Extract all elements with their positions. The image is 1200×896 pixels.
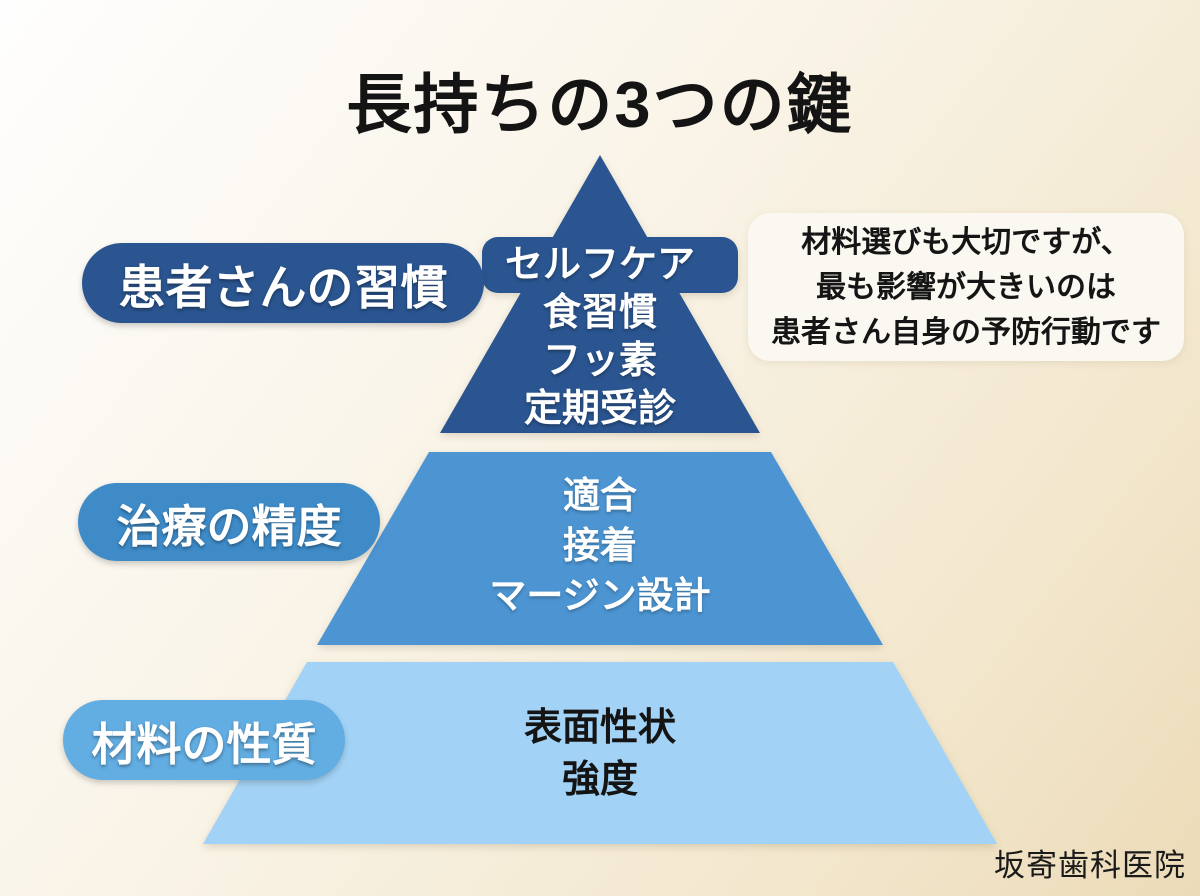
note-line: 材料選びも大切ですが、 [801, 225, 1131, 259]
tier-item: フッ素 [542, 340, 657, 382]
tier-label-patient-habits: 患者さんの習慣 [82, 243, 484, 323]
tier-item: 接着 [563, 525, 637, 566]
tier-top-items: セルフケア 食習慣 フッ素 定期受診 [300, 241, 900, 433]
clinic-name: 坂寄歯科医院 [994, 848, 1186, 883]
tier-item: マージン設計 [489, 575, 711, 616]
tier-item: 強度 [561, 759, 638, 801]
tier-bottom-items: 表面性状 強度 [300, 702, 900, 806]
tier-item: 適合 [563, 475, 637, 516]
tier-item: 定期受診 [523, 388, 676, 430]
note-line: 患者さん自身の予防行動です [771, 315, 1161, 349]
tier-label-text: 材料の性質 [91, 718, 317, 770]
note-box: 材料選びも大切ですが、 最も影響が大きいのは 患者さん自身の予防行動です [748, 213, 1184, 361]
pyramid-tier-top-shape [440, 155, 760, 433]
tier-middle-items: 適合 接着 マージン設計 [300, 471, 900, 621]
tier-item: 食習慣 [542, 292, 657, 334]
note-line: 最も影響が大きいのは [816, 270, 1116, 304]
tier-label-text: 患者さんの習慣 [118, 260, 448, 314]
tier-item: 表面性状 [523, 707, 676, 749]
pyramid-tier-bottom-shape [203, 662, 997, 844]
page-title: 長持ちの3つの鍵 [346, 68, 854, 141]
tier-label-material-properties: 材料の性質 [63, 700, 345, 780]
tier-label-text: 治療の精度 [116, 500, 342, 552]
tier-item: セルフケア [504, 244, 695, 286]
tier-label-treatment-precision: 治療の精度 [78, 483, 380, 561]
pyramid-tier-middle-shape [317, 452, 883, 645]
